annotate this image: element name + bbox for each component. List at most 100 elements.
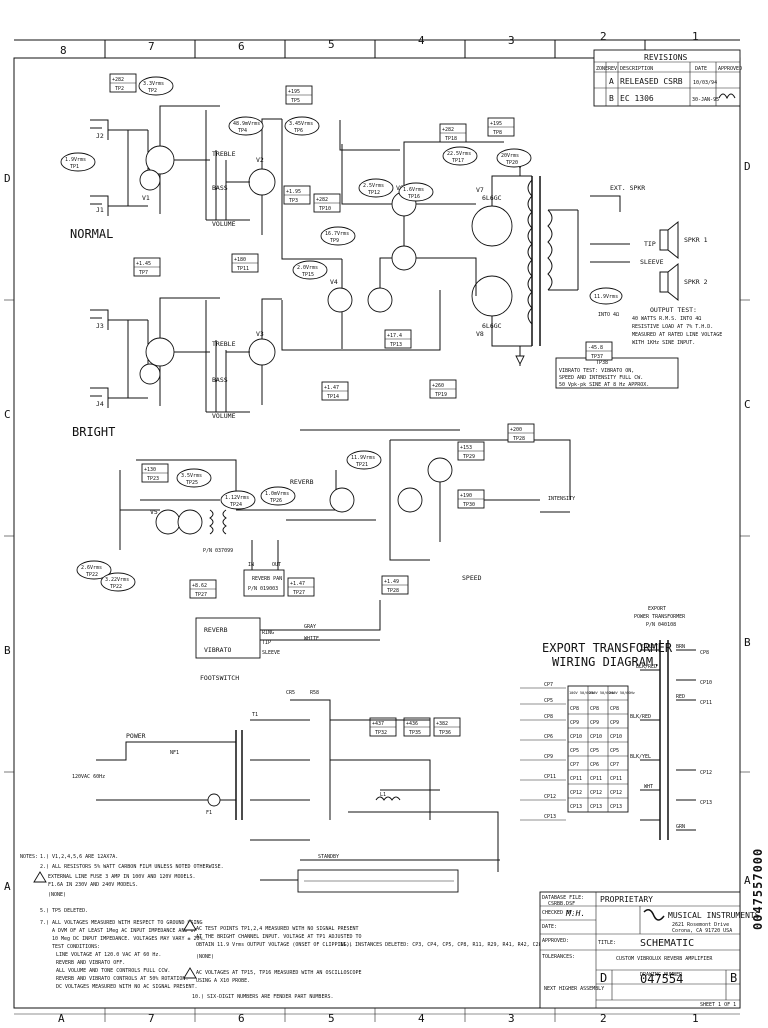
title-block: DATABASE FILE: CSRBB.DSF PROPRIETARY CHE…	[539, 891, 760, 1009]
control-label: TREBLE	[212, 150, 236, 158]
normal-channel-preamp: NORMAL J2 J1 V1 TREBLE BASS VOLUME V2	[70, 105, 282, 241]
signal-bubble-outline	[358, 178, 394, 198]
tube-label: V7	[476, 186, 484, 194]
test-point-id: TP2	[115, 86, 124, 92]
control-label: VOLUME	[212, 220, 236, 228]
reverb-pan-label: REVERB PAN	[252, 576, 282, 582]
wire-white: WHITE	[304, 636, 319, 642]
note-line: LINE VOLTAGE AT 120.0 VAC AT 60 Hz.	[56, 952, 161, 958]
test-point-voltage: +260	[432, 383, 444, 389]
row-label: B	[4, 644, 11, 657]
reverb-out-label: OUT	[272, 562, 281, 568]
export-table-cell: CP13	[570, 804, 582, 810]
bright-channel-label: BRIGHT	[72, 425, 115, 439]
bottom-column-markers: A 7 6 5 4 3 2 1	[58, 1008, 699, 1025]
test-point-voltage: +1.45	[136, 261, 151, 267]
signal-bubble-outline	[260, 486, 296, 506]
output-vrms-bubble	[589, 287, 623, 305]
part-ref: R58	[310, 690, 319, 696]
note-line: AT THE BRIGHT CHANNEL INPUT. VOLTAGE AT …	[196, 934, 362, 940]
control-label: BASS	[212, 376, 228, 384]
revisions-header: DATE	[695, 66, 707, 72]
output-test-title: OUTPUT TEST:	[650, 306, 697, 314]
drawing-number-label: DRAWING NUMBER	[640, 972, 683, 978]
export-right-cp: CP11	[700, 700, 712, 706]
tube-v4b	[329, 487, 355, 513]
notes: NOTES: 1.) V1,2,4,5,6 ARE 12AX7A. 2.) AL…	[20, 854, 575, 1000]
signal-bubble-outline	[346, 450, 382, 470]
export-table-header: 240V 50/60Hz	[609, 691, 635, 695]
tube-v3	[248, 338, 276, 366]
tube-v5	[155, 509, 181, 535]
test-point-id: TP8	[493, 130, 502, 136]
export-table-cell: CP5	[610, 748, 619, 754]
signal-test-point: TP16	[408, 194, 420, 200]
company-address: 2621 Rosemont Drive	[672, 922, 729, 928]
diode-symbol	[515, 355, 525, 366]
test-point-voltage: -45.8	[588, 345, 603, 351]
wire-color: BLK/RED	[636, 664, 657, 670]
reverb-pan-part: P/N 019003	[248, 586, 278, 592]
power-transformer	[235, 730, 243, 820]
signal-bubble-outline	[220, 490, 256, 510]
note-line: OBTAIN 11.9 Vrms OUTPUT VOLTAGE (ONSET O…	[196, 942, 353, 948]
serial-number: 0047557000	[751, 848, 765, 930]
note-line: (NONE)	[196, 954, 214, 960]
revisions-header: DESCRIPTION	[620, 66, 653, 72]
tube-label: V4	[330, 278, 338, 286]
test-points-layer: +282TP2+195TP5+282TP18+195TP8+1.95TP3+28…	[109, 73, 613, 737]
revision-description: RELEASED CSRB	[620, 77, 683, 86]
test-point-voltage: +190	[460, 493, 472, 499]
test-point-id: TP29	[463, 454, 475, 460]
control-label: SPEED	[462, 574, 482, 582]
test-point-id: TP19	[435, 392, 447, 398]
note-line: 1.) V1,2,4,5,6 ARE 12AX7A.	[40, 854, 118, 860]
vibrato-test-note: TP38 VIBRATO TEST: VIBRATO ON, SPEED AND…	[555, 357, 679, 389]
revision-description: EC 1306	[620, 94, 654, 103]
approval-signature	[718, 93, 736, 100]
column-label: 8	[60, 44, 67, 57]
test-point-voltage: +200	[510, 427, 522, 433]
note-line: AC TEST POINTS TP1,2,4 MEASURED WITH NO …	[196, 926, 359, 932]
fuse-icon	[207, 793, 221, 807]
test-point-voltage: +282	[316, 197, 328, 203]
signal-test-point: TP2	[148, 88, 157, 94]
signal-test-point: TP22	[86, 572, 98, 578]
export-left-cp: CP9	[544, 754, 553, 760]
control-label: BASS	[212, 184, 228, 192]
tolerances-label: TOLERANCES:	[542, 954, 575, 960]
row-label: C	[4, 408, 11, 421]
export-right-cp: CP13	[700, 800, 712, 806]
export-table-cell: CP12	[610, 790, 622, 796]
signal-test-point: TP6	[294, 128, 303, 134]
export-left-cp: CP5	[544, 698, 553, 704]
sleeve-label: SLEEVE	[640, 258, 664, 266]
column-label: 7	[148, 40, 155, 53]
export-table-cell: CP7	[570, 762, 579, 768]
tube-label: V3	[256, 330, 264, 338]
control-label: TREBLE	[212, 340, 236, 348]
signal-bubble-outline	[292, 260, 328, 280]
test-point-voltage: +382	[436, 721, 448, 727]
test-point-id: TP30	[463, 502, 475, 508]
reverb-transformer-part: P/N 037099	[203, 548, 233, 554]
signal-test-point: TP22	[110, 584, 122, 590]
bright-channel-preamp: BRIGHT J3 J4 TREBLE BASS VOLUME V3	[72, 297, 282, 439]
export-pt-part: P/N 040108	[646, 622, 676, 628]
note-line: EXTERNAL LINE FUSE 3 AMP IN 100V AND 120…	[48, 874, 196, 880]
export-left-cp: CP13	[544, 814, 556, 820]
test-point-id: TP3	[289, 198, 298, 204]
export-table-cell: CP8	[590, 706, 599, 712]
wire-color: GRN	[676, 824, 685, 830]
revisions-header: ZONE	[596, 66, 608, 72]
wire-color: WHT	[644, 784, 653, 790]
